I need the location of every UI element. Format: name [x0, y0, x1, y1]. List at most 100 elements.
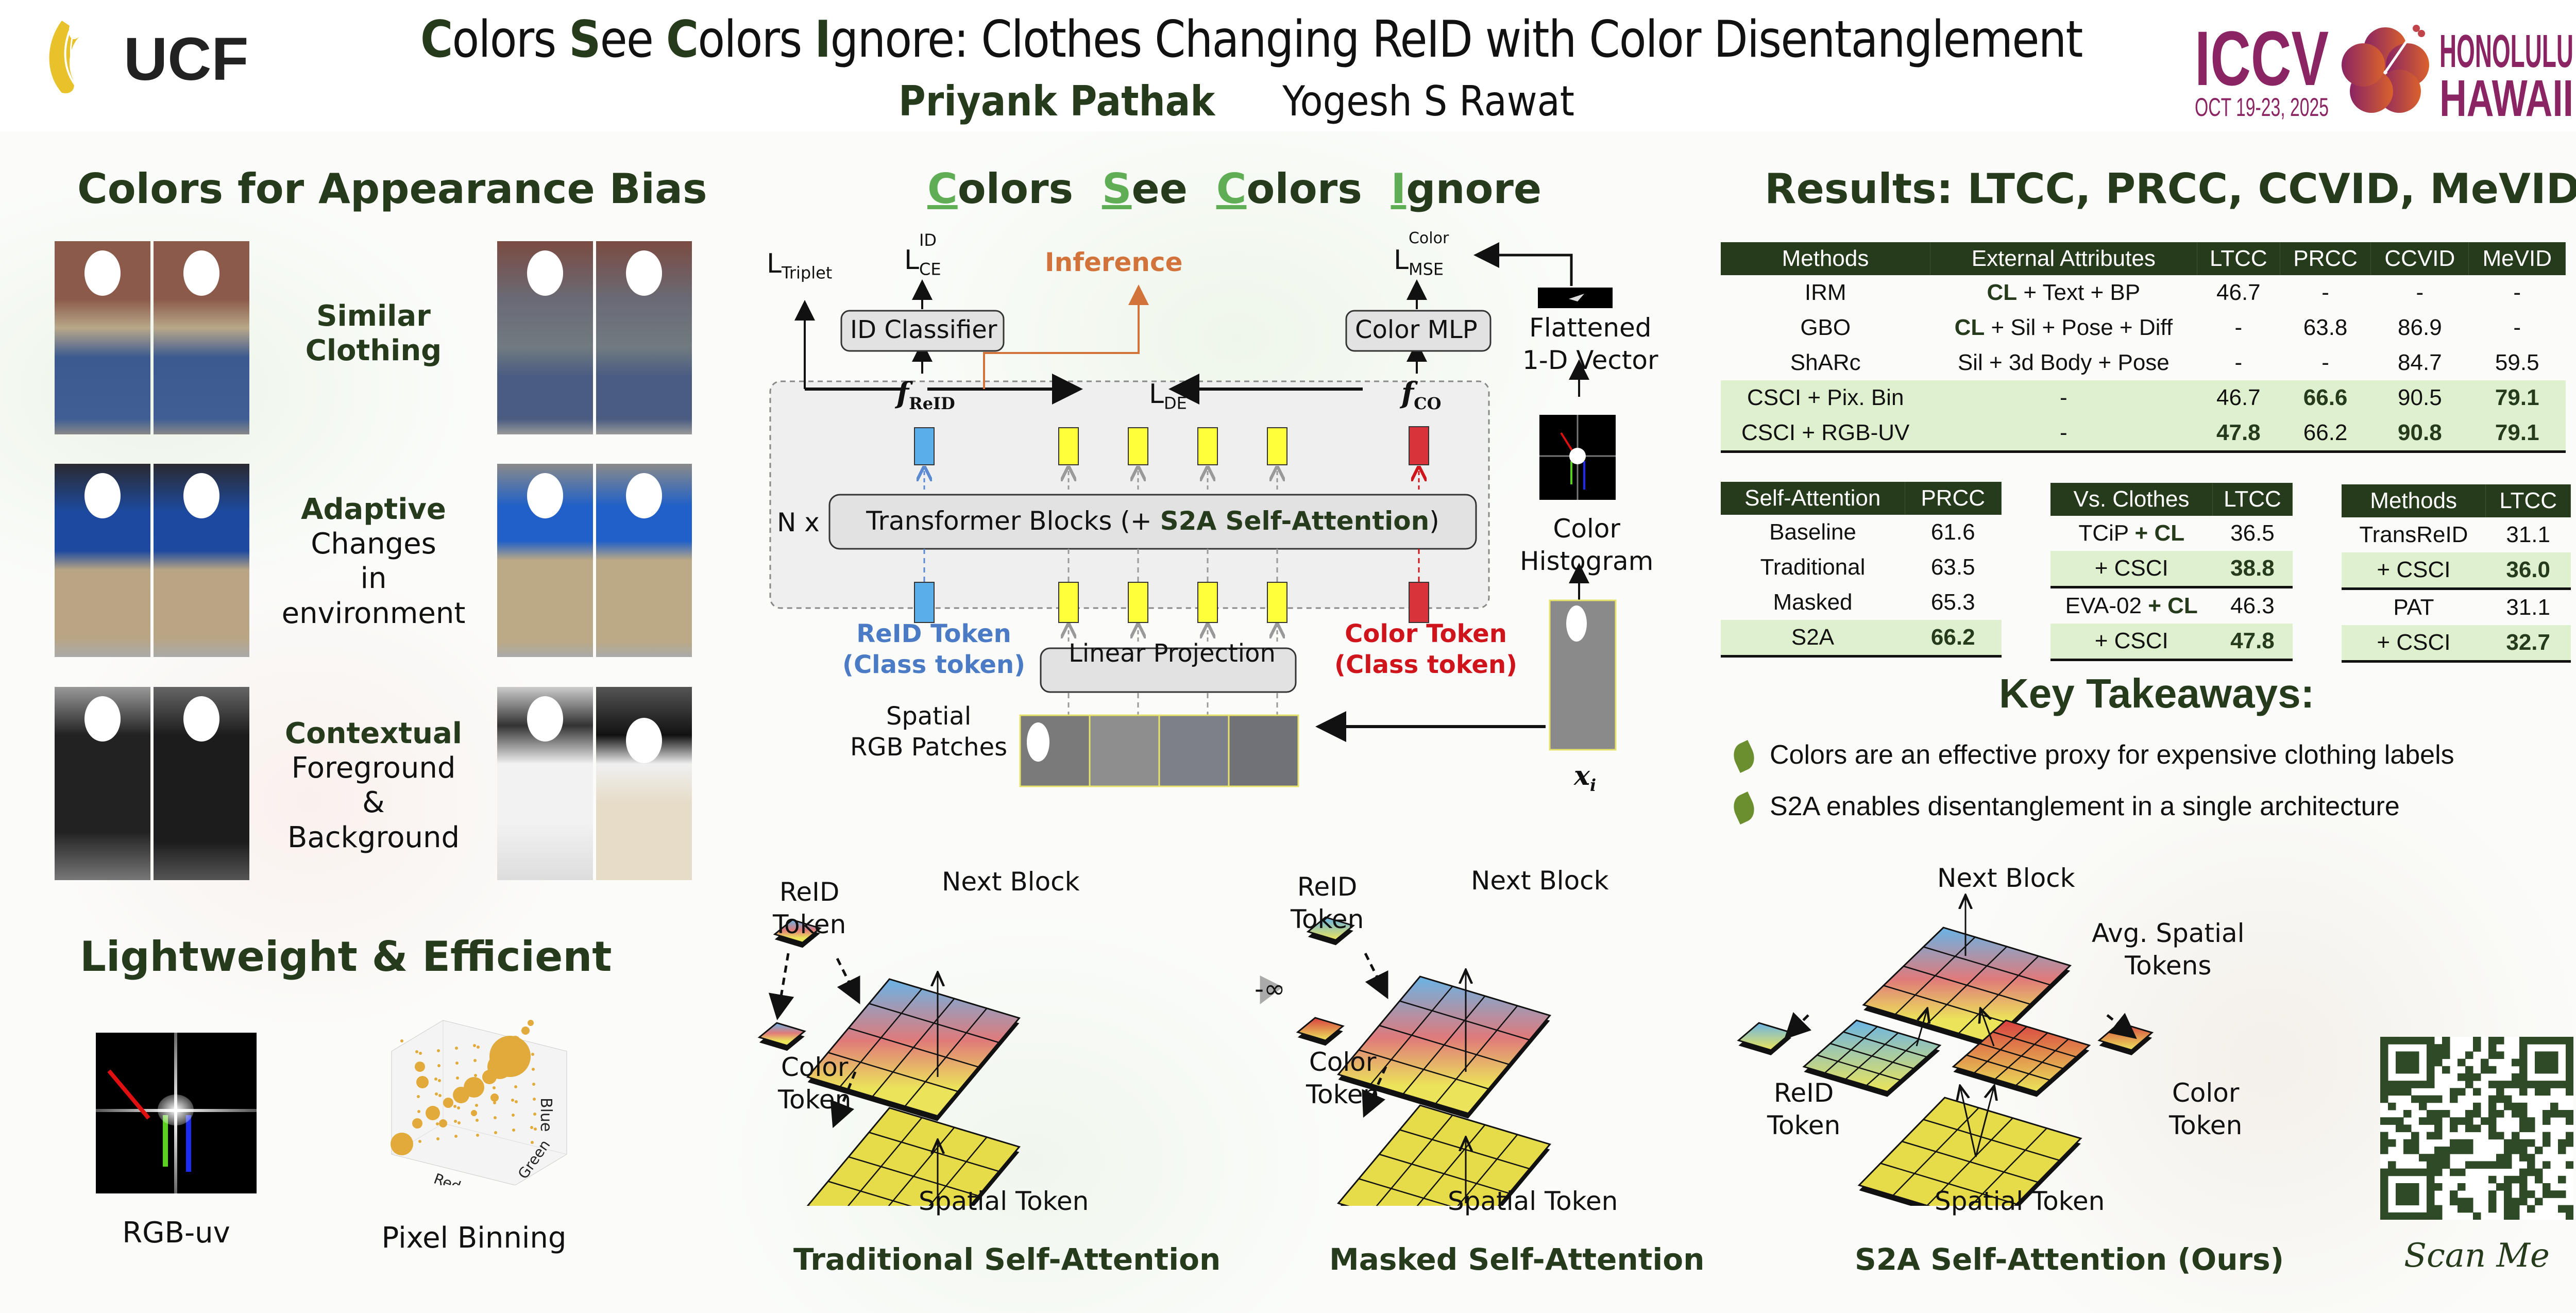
bin-point — [490, 1093, 499, 1102]
bin-point — [438, 1094, 442, 1097]
bin-point — [454, 1120, 457, 1123]
table-cell: CSCI + Pix. Bin — [1721, 380, 1930, 415]
rgb-uv-label: RGB-uv — [122, 1216, 230, 1250]
person-photo — [596, 687, 692, 880]
table-cell: 84.7 — [2398, 350, 2442, 375]
token-plane — [1306, 916, 1355, 946]
hibiscus-icon — [2342, 25, 2429, 113]
table-row: Masked 65.3 — [1721, 585, 2002, 620]
next-block-label: Next Block — [1937, 863, 2075, 893]
token-plane — [1857, 1097, 2082, 1206]
ucf-text: UCF — [124, 25, 249, 93]
architecture-diagram — [769, 242, 1617, 787]
table-cell: Sil + 3d Body + Pose — [1957, 350, 2170, 375]
table-cell: 38.8 — [2212, 551, 2293, 588]
table-header-cell: Vs. Clothes — [2050, 483, 2213, 516]
table-cell: 79.1 — [2468, 415, 2566, 453]
token-plane — [1337, 975, 1552, 1119]
bin-point — [439, 1119, 447, 1127]
scan-me-label: Scan Me — [2404, 1237, 2550, 1275]
next-block-label: Next Block — [942, 867, 1080, 897]
table-cell: 65.3 — [1930, 590, 1975, 615]
poster-title: Colors See Colors Ignore: Clothes Changi… — [420, 10, 2083, 69]
attention-arrow — [1364, 952, 1388, 999]
person-photo — [55, 687, 150, 880]
title-text: olors — [1246, 165, 1391, 213]
table-header-cell: MeVID — [2468, 242, 2566, 275]
table-cell: - — [1930, 415, 2197, 453]
table-cell: - — [2321, 280, 2329, 305]
attention-arrow — [1975, 1087, 1994, 1157]
table-cell: 90.8 — [2370, 415, 2469, 453]
bin-point — [513, 1055, 516, 1058]
bin-point — [493, 1101, 496, 1104]
person-photo — [497, 464, 593, 657]
traditional-attention-title: Traditional Self-Attention — [793, 1242, 1221, 1277]
person-photo — [596, 464, 692, 657]
table-cell: Masked — [1773, 590, 1853, 615]
table-header-cell: LTCC — [2485, 484, 2571, 517]
title-accent-letter: I — [815, 10, 831, 69]
bin-point — [454, 1135, 457, 1138]
rgb-uv-histogram — [96, 1033, 257, 1193]
title-text: gnore: Clothes Changing ReID with Color … — [830, 10, 2083, 69]
appearance-bias-title: Colors for Appearance Bias — [77, 165, 707, 213]
person-photo — [55, 464, 150, 657]
table-cell: 46.3 — [2230, 593, 2275, 618]
table-cell: - — [2321, 350, 2329, 375]
bin-point — [494, 1116, 497, 1119]
bin-point — [456, 1091, 460, 1095]
table-cell: 63.8 — [2303, 315, 2348, 340]
attention-arrow — [1784, 1012, 1811, 1040]
linear-projection: Linear Projection — [1069, 639, 1276, 668]
table-header-cell: External Attributes — [1930, 242, 2197, 275]
takeaways-title: Key Takeaways: — [1999, 670, 2315, 716]
table-cell: CSCI + RGB-UV — [1721, 415, 1930, 453]
spatial-token-in — [1197, 582, 1218, 623]
bin-point — [513, 1040, 516, 1043]
bin-point — [477, 1046, 480, 1049]
bin-point — [464, 1077, 484, 1098]
table-cell: TransReID — [2359, 522, 2468, 547]
token-plane — [1952, 1019, 2091, 1097]
token-plane — [1296, 1017, 1345, 1046]
bin-point — [437, 1064, 440, 1067]
table-cell: Baseline — [1769, 519, 1856, 545]
bin-point — [453, 1105, 456, 1108]
id-classifier-box — [840, 310, 1005, 352]
spatial-token-in — [1267, 582, 1287, 623]
table-cell: 46.7 — [2216, 280, 2261, 305]
takeaway-item: Colors are an effective proxy for expens… — [1728, 739, 2454, 773]
bin-point — [474, 1089, 478, 1092]
attention-arrow — [1960, 1087, 1977, 1157]
spatial-token-out — [1128, 427, 1148, 465]
f-reid: fReID — [896, 376, 955, 414]
bin-point — [515, 1100, 518, 1103]
table-header-cell: LTCC — [2197, 242, 2280, 275]
inference-label: Inference — [1045, 247, 1183, 277]
table-cell: + CSCI — [2342, 625, 2486, 663]
spatial-token-out — [1267, 427, 1287, 465]
title-text: olors — [452, 10, 569, 69]
n-x-label: N x — [777, 508, 820, 537]
qr-code[interactable] — [2380, 1037, 2574, 1220]
spatial-token-label: Spatial Token — [1448, 1186, 1618, 1216]
bin-point — [438, 1079, 441, 1082]
axis-label-red: Red — [432, 1170, 463, 1185]
takeaway-item: S2A enables disentanglement in a single … — [1728, 791, 2400, 825]
token-plane — [1802, 1019, 1942, 1097]
author-2: Yogesh S Rawat — [1282, 77, 1575, 125]
table-cell: 66.2 — [2280, 415, 2371, 453]
bin-point — [415, 1062, 425, 1072]
bin-point — [495, 1058, 498, 1061]
token-plane — [2097, 1022, 2154, 1055]
bin-point — [455, 1062, 459, 1065]
bin-point — [493, 1086, 496, 1089]
title-text: olors — [698, 10, 815, 69]
